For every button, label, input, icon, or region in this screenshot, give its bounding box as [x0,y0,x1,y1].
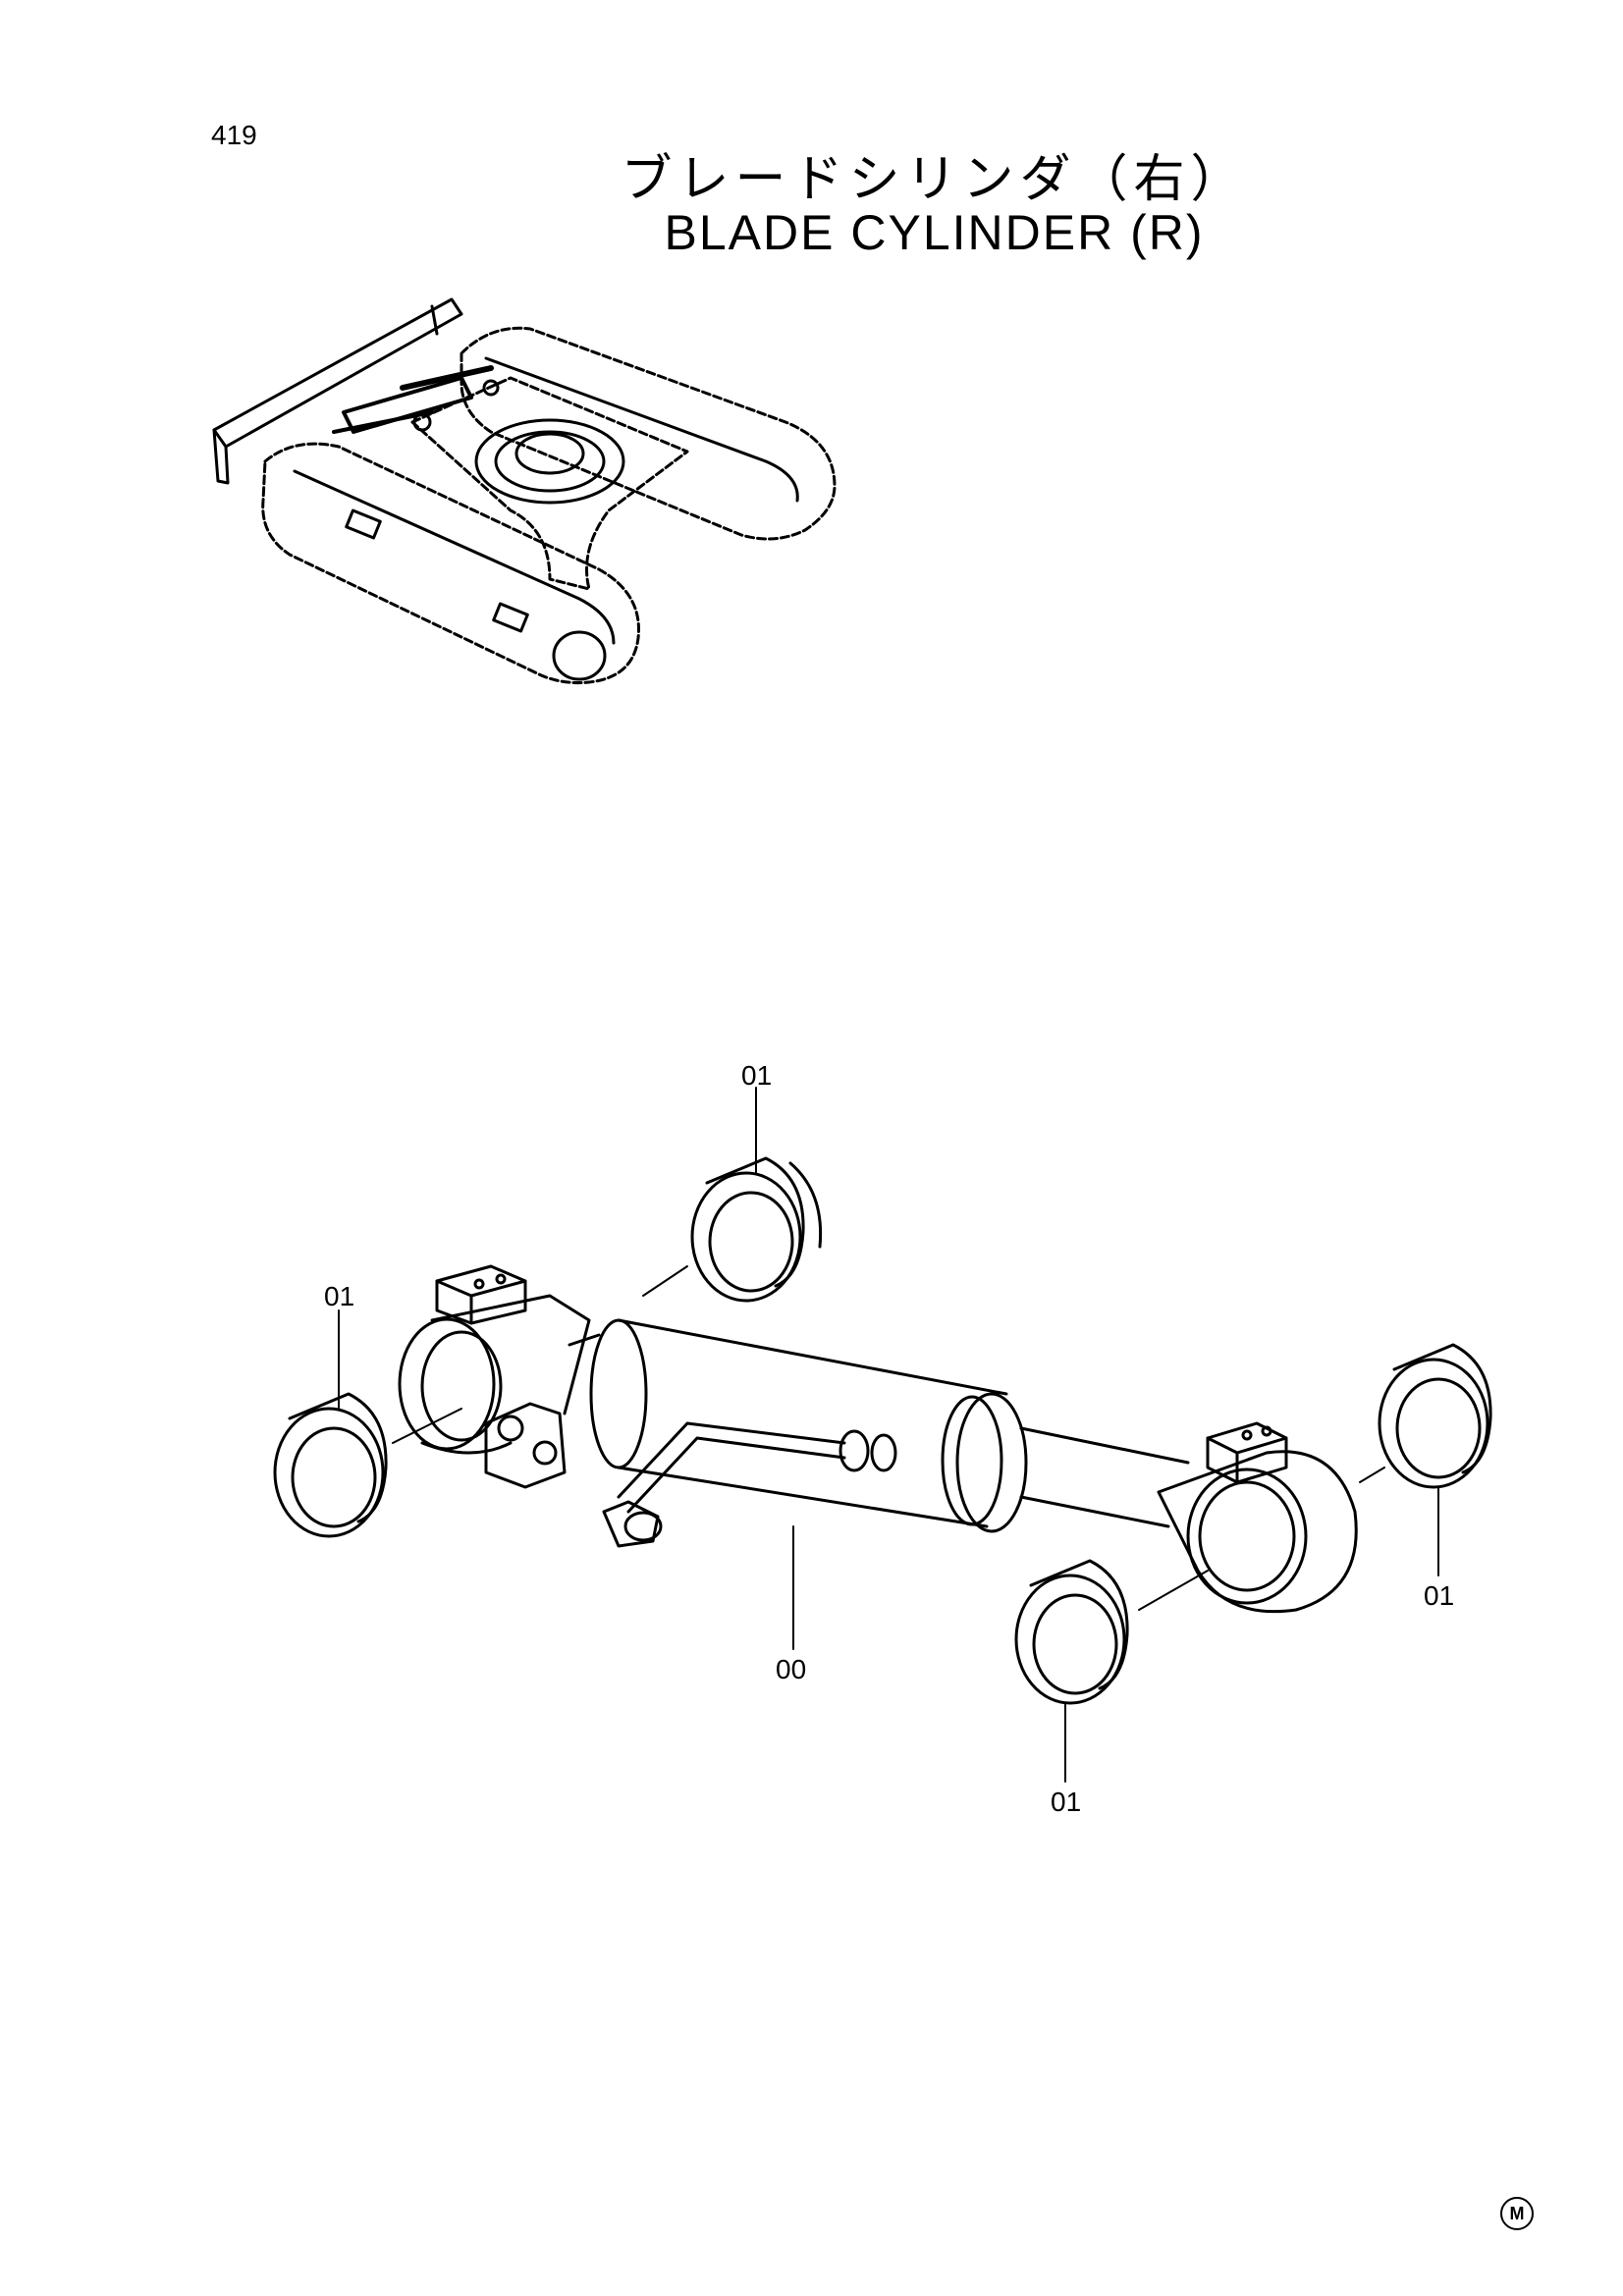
undercarriage-overview [212,297,837,684]
leader-lines [338,1087,1439,1783]
bushing-left [273,1392,388,1538]
title-english: BLADE CYLINDER (R) [664,205,1205,260]
callout-label: 01 [1424,1580,1454,1611]
bushing-top [690,1156,823,1303]
bushing-right [1378,1343,1492,1489]
callout-label: 01 [324,1281,354,1311]
footer-mark: M [1500,2197,1534,2230]
page-number: 419 [211,120,257,150]
callout-label: 01 [741,1060,772,1091]
blade-cylinder-assembly [398,1264,1358,1614]
callout-label: 00 [776,1654,806,1684]
title-japanese: ブレードシリンダ（右） [621,150,1248,209]
callout-label: 01 [1051,1787,1081,1817]
bushing-bottom [1014,1559,1129,1705]
